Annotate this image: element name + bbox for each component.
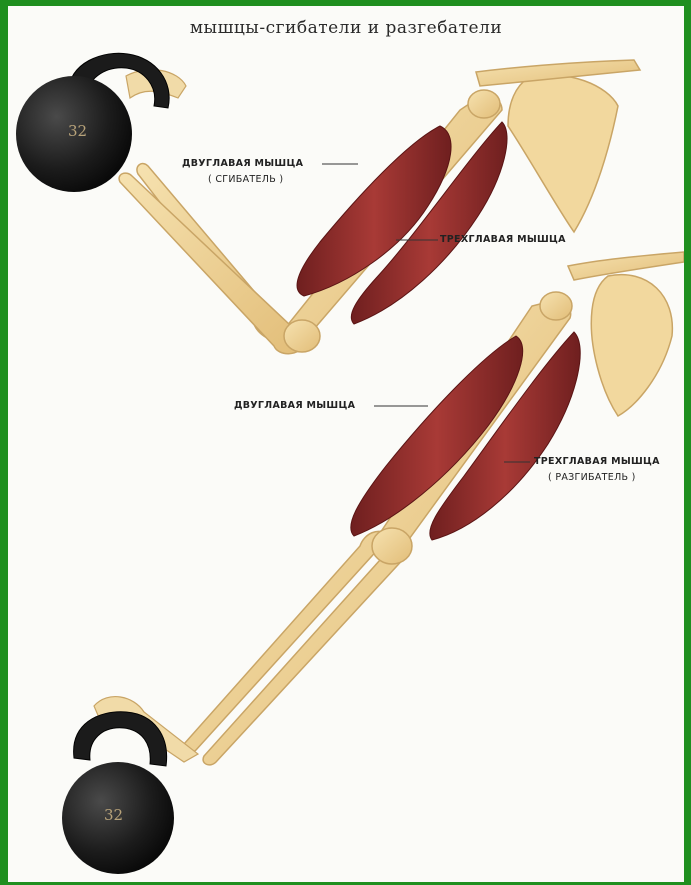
bottom-triceps-label: ТРЕХГЛАВАЯ МЫШЦА — [534, 456, 660, 467]
top-scapula — [508, 75, 618, 232]
top-triceps-label: ТРЕХГЛАВАЯ МЫШЦА — [440, 234, 566, 245]
bottom-arm — [94, 252, 684, 765]
bottom-scapula — [591, 275, 672, 416]
bottom-biceps-label: ДВУГЛАВАЯ МЫШЦА — [234, 400, 355, 411]
bottom-kettlebell-number: 32 — [104, 806, 123, 824]
top-biceps-label: ДВУГЛАВАЯ МЫШЦА — [182, 158, 303, 169]
bottom-forearm-radius — [183, 531, 390, 752]
top-kettlebell-number: 32 — [68, 122, 87, 140]
illustration-canvas: мышцы-сгибатели и разгебатели — [8, 6, 684, 882]
bottom-triceps-role: ( РАЗГИБАТЕЛЬ ) — [548, 472, 636, 483]
top-biceps-role: ( СГИБАТЕЛЬ ) — [208, 174, 283, 185]
bottom-forearm-ulna — [203, 547, 408, 764]
bottom-kettlebell: 32 — [62, 712, 174, 874]
arm-illustration: 32 32 — [8, 6, 684, 882]
top-forearm-ulna — [119, 173, 308, 354]
